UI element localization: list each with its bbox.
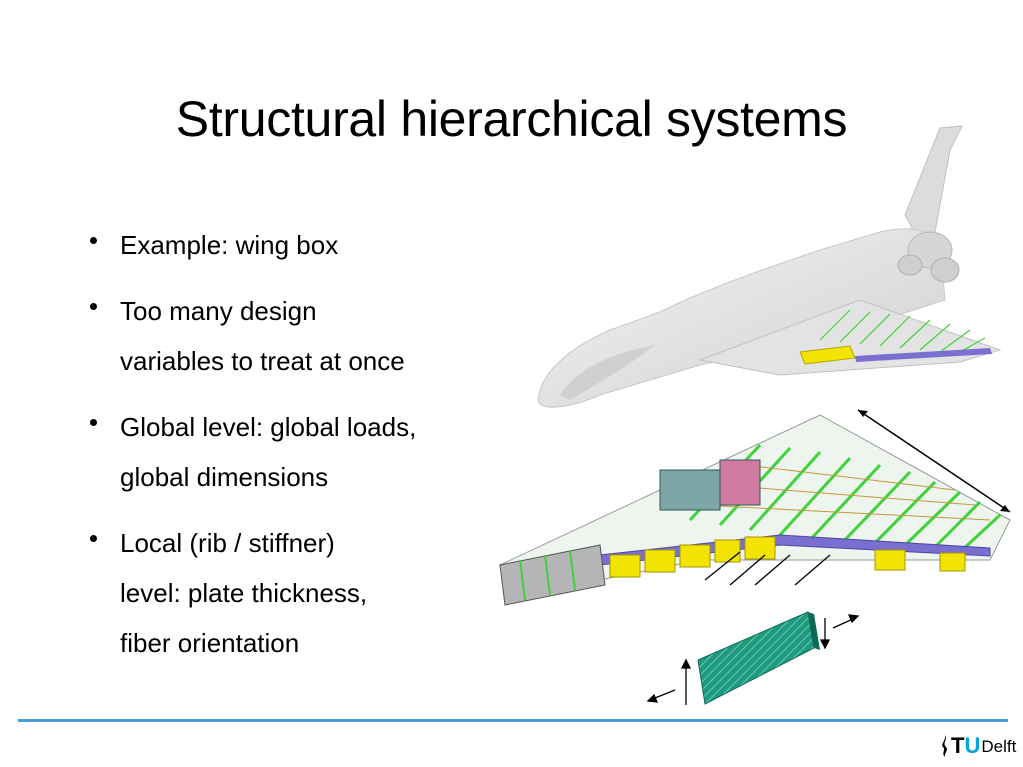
- bullet-item-global-level: Global level: global loads, global dimen…: [88, 402, 528, 502]
- wing-box-center-equipment: [659, 459, 761, 511]
- bullet-dot-icon: [90, 419, 97, 426]
- bullet-item-example: Example: wing box: [88, 220, 528, 270]
- bullet-text: global dimensions: [120, 462, 329, 492]
- shuttle-engines: [897, 231, 960, 283]
- logo-delft: Delft: [981, 737, 1017, 756]
- composite-panel: [646, 611, 860, 705]
- shuttle-cockpit: [560, 345, 655, 400]
- shuttle-yellow-panels: [799, 345, 856, 365]
- bullet-text: level: plate thickness,: [120, 578, 368, 608]
- bullet-text: fiber orientation: [120, 628, 300, 658]
- composite-plate: [697, 611, 815, 705]
- bullet-dot-icon: [90, 237, 97, 244]
- wing-box-stringers: [699, 464, 991, 521]
- bullet-text: Local (rib / stiffner): [120, 528, 335, 558]
- shuttle-fuselage: [537, 228, 946, 408]
- flame-icon: [942, 735, 947, 757]
- wing-box-exploded: [498, 409, 1011, 606]
- bullet-item-design-variables: Too many design variables to treat at on…: [88, 286, 528, 386]
- load-arrows: [704, 551, 831, 586]
- bullet-dot-icon: [90, 535, 97, 542]
- bullet-text: Global level: global loads,: [120, 412, 417, 442]
- wing-box-illustration: [498, 125, 1011, 705]
- panel-load-arrows: [646, 614, 860, 705]
- logo-u: U: [964, 733, 981, 758]
- footer-rule: [18, 719, 1008, 722]
- span-arrow: [857, 409, 1011, 513]
- tudelft-logo: T U Delft: [940, 733, 1016, 757]
- bullet-dot-icon: [90, 303, 97, 310]
- bullet-text: variables to treat at once: [120, 346, 405, 376]
- bullet-list: Example: wing box Too many design variab…: [88, 220, 528, 684]
- slide-title: Structural hierarchical systems: [175, 91, 848, 147]
- shuttle-purple-spar: [855, 348, 992, 362]
- bullet-text: Example: wing box: [120, 230, 339, 260]
- bullet-item-local-level: Local (rib / stiffner) level: plate thic…: [88, 518, 528, 668]
- space-shuttle: [537, 125, 1002, 408]
- wing-box-yellow-panels: [609, 536, 966, 578]
- logo-t: T: [951, 733, 965, 758]
- bullet-text: Too many design: [120, 296, 317, 326]
- wing-box-leading-edge-frames: [499, 544, 606, 606]
